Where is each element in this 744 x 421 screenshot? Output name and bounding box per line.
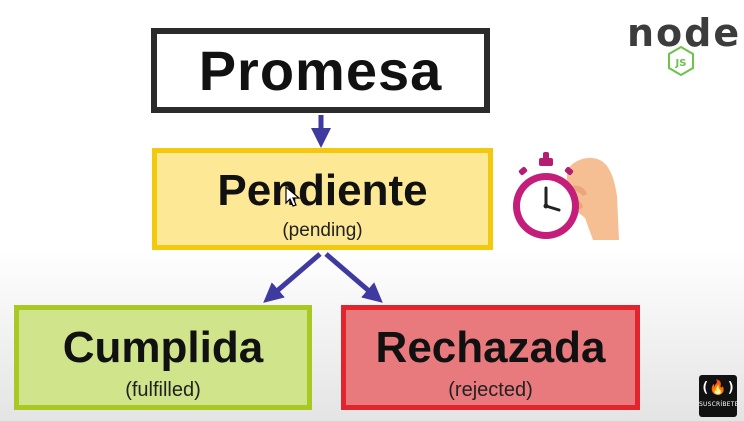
pending-node: Pendiente (pending) xyxy=(152,148,493,250)
nodejs-logo: node JS xyxy=(627,10,739,80)
freecodecamp-icon: (🔥) xyxy=(700,380,736,396)
fulfilled-label: Cumplida xyxy=(62,323,264,372)
fulfilled-sublabel: (fulfilled) xyxy=(125,379,201,401)
rejected-node: Rechazada (rejected) xyxy=(341,305,640,410)
subscribe-badge[interactable]: (🔥) SUSCRÍBETE xyxy=(699,375,739,417)
arrow-pending-to-rejected xyxy=(324,252,383,303)
arrow-pending-to-fulfilled xyxy=(263,252,322,303)
pending-sublabel: (pending) xyxy=(282,220,363,241)
fulfilled-node: Cumplida (fulfilled) xyxy=(14,305,312,410)
rejected-sublabel: (rejected) xyxy=(448,379,533,401)
promise-node: Promesa xyxy=(151,28,490,113)
rejected-label: Rechazada xyxy=(375,323,606,372)
stopwatch-icon xyxy=(513,152,619,240)
nodejs-hex-icon: JS xyxy=(668,46,694,76)
nodejs-badge-text: JS xyxy=(675,58,687,69)
pending-label: Pendiente xyxy=(217,166,428,215)
promise-label: Promesa xyxy=(198,39,443,102)
subscribe-label: SUSCRÍBETE xyxy=(699,401,739,408)
cursor-icon xyxy=(285,186,301,207)
